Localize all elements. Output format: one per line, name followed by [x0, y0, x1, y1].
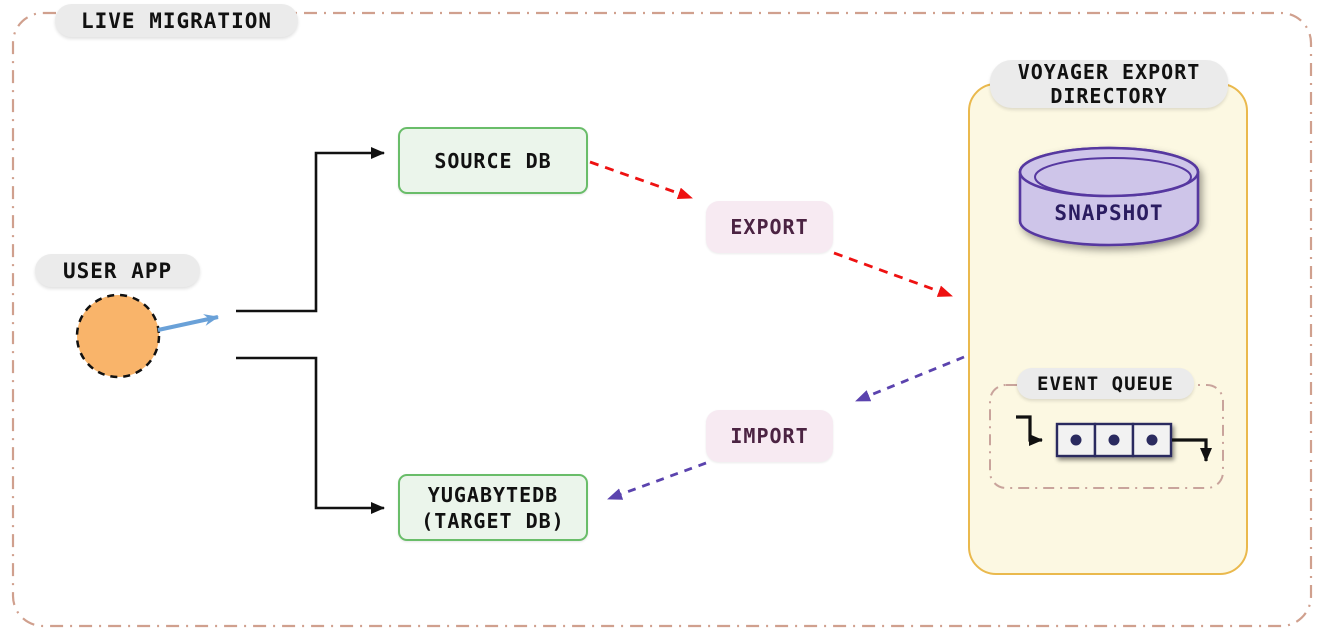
target-db-label-line1: YUGABYTEDB [427, 482, 559, 507]
fork-arrow-to-source-db [236, 147, 385, 313]
diagram-title: LIVE MIGRATION [55, 4, 299, 37]
arrow-sourcedb-to-export [589, 160, 693, 200]
fork-arrow-to-target-db [236, 356, 385, 514]
arrow-import-to-targetdb [607, 461, 707, 501]
voyager-label-line1: VOYAGER EXPORT [1017, 60, 1201, 84]
export-step-label: EXPORT [730, 215, 809, 239]
voyager-export-directory-container [968, 83, 1248, 575]
import-step-node: IMPORT [706, 410, 833, 462]
export-step-node: EXPORT [706, 201, 833, 253]
user-app-label: USER APP [35, 254, 201, 287]
user-app-arrow [157, 314, 219, 332]
arrow-export-to-voyager [833, 251, 953, 298]
source-db-node: SOURCE DB [398, 127, 588, 194]
voyager-export-directory-label: VOYAGER EXPORT DIRECTORY [990, 60, 1228, 108]
target-db-node: YUGABYTEDB (TARGET DB) [398, 474, 588, 541]
import-step-label: IMPORT [730, 424, 809, 448]
voyager-label-line2: DIRECTORY [1050, 84, 1168, 108]
user-app-circle [75, 293, 161, 379]
source-db-label: SOURCE DB [434, 148, 552, 173]
arrow-voyager-to-import [855, 355, 965, 403]
snapshot-label: SNAPSHOT [1054, 201, 1164, 225]
target-db-label-line2: (TARGET DB) [421, 508, 565, 533]
event-queue-label: EVENT QUEUE [1017, 368, 1194, 399]
